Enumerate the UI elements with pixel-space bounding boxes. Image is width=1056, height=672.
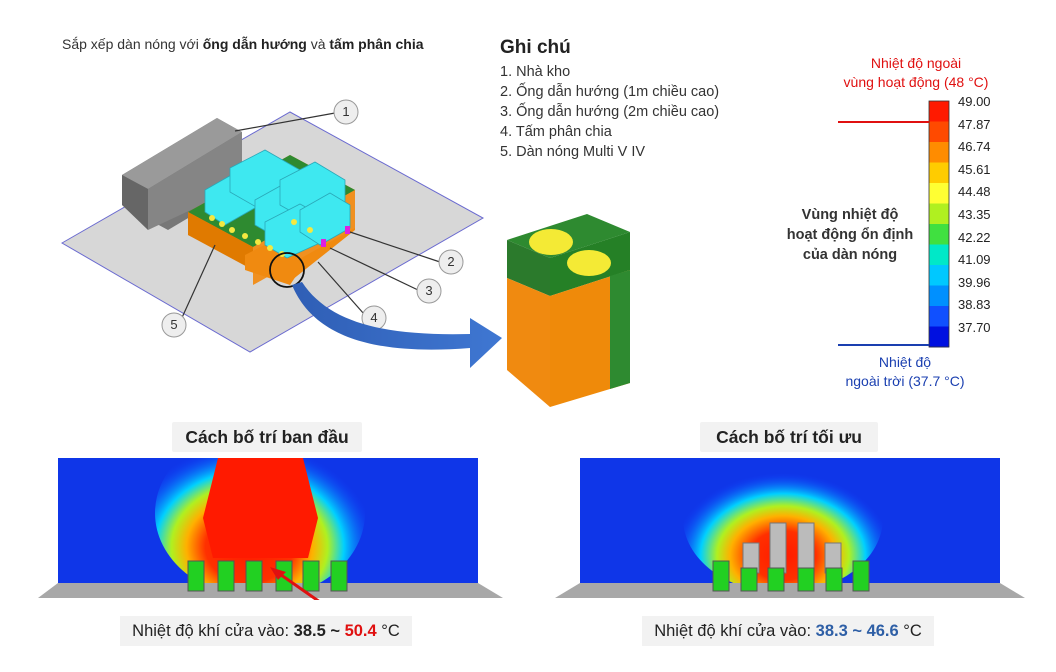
callout-lines — [179, 112, 441, 323]
scale-tick-label: 39.96 — [958, 274, 991, 290]
legend-item: 5. Dàn nóng Multi V IV — [500, 144, 646, 160]
hot-inlet-arrow — [273, 568, 320, 600]
left-result: Nhiệt độ khí cửa vào: 38.5 ~ 50.4 °C — [120, 616, 412, 646]
left-panel-title: Cách bố trí ban đầu — [172, 422, 362, 452]
scale-tick-label: 44.48 — [958, 184, 991, 200]
scale-band — [929, 121, 949, 143]
left-simulation — [38, 458, 503, 600]
scale-tick-label: 45.61 — [958, 161, 991, 177]
diagram-title: Sắp xếp dàn nóng với ống dẫn hướng và tấ… — [62, 36, 424, 52]
scale-band — [929, 306, 949, 327]
scale-tick-label: 38.83 — [958, 297, 991, 313]
callout-label-3: 3 — [425, 283, 433, 298]
guide-ducts — [204, 149, 351, 259]
scale-band — [929, 265, 949, 286]
scale-tick-label: 42.22 — [958, 229, 991, 245]
scale-band — [929, 244, 949, 266]
scale-tick-label: 47.87 — [958, 116, 991, 132]
legend-item: 3. Ống dẫn hướng (2m chiều cao) — [500, 104, 720, 120]
scale-band — [929, 101, 949, 122]
scale-band — [929, 224, 949, 245]
callout-label-5: 5 — [170, 317, 178, 332]
zoom-arrow — [292, 282, 502, 368]
scale-tick-label: 43.35 — [958, 207, 991, 222]
divider-plate-mark — [321, 239, 326, 247]
divider-plate-mark-2 — [345, 226, 350, 234]
callout-label-4: 4 — [370, 310, 378, 325]
enlarged-outdoor-unit — [507, 214, 630, 407]
callout-label-2: 2 — [447, 254, 455, 269]
scale-tick-label: 46.74 — [958, 139, 991, 155]
right-simulation — [555, 458, 1025, 598]
callout-bubbles — [161, 99, 464, 338]
scale-band — [929, 162, 949, 184]
legend-item: 1. Nhà kho — [500, 64, 571, 80]
scale-tick-label: 49.00 — [958, 94, 991, 109]
legend-list: 1. Nhà kho 2. Ống dẫn hướng (1m chiều ca… — [500, 62, 719, 162]
legend-item: 4. Tấm phân chia — [500, 124, 612, 140]
right-panel-title: Cách bố trí tối ưu — [700, 422, 878, 452]
temperature-scale — [838, 100, 950, 348]
scale-band — [929, 142, 949, 163]
right-result: Nhiệt độ khí cửa vào: 38.3 ~ 46.6 °C — [642, 616, 934, 646]
scale-band — [929, 285, 949, 307]
callout-label-1: 1 — [342, 104, 350, 119]
scale-tick-label: 37.70 — [958, 320, 991, 335]
highlight-circle — [269, 252, 305, 288]
scale-tick-label: 41.09 — [958, 252, 991, 268]
scale-band — [929, 183, 949, 204]
legend-title: Ghi chú — [500, 37, 571, 58]
scale-band — [929, 326, 949, 348]
scale-band — [929, 203, 949, 225]
legend-item: 2. Ống dẫn hướng (1m chiều cao) — [500, 84, 720, 100]
